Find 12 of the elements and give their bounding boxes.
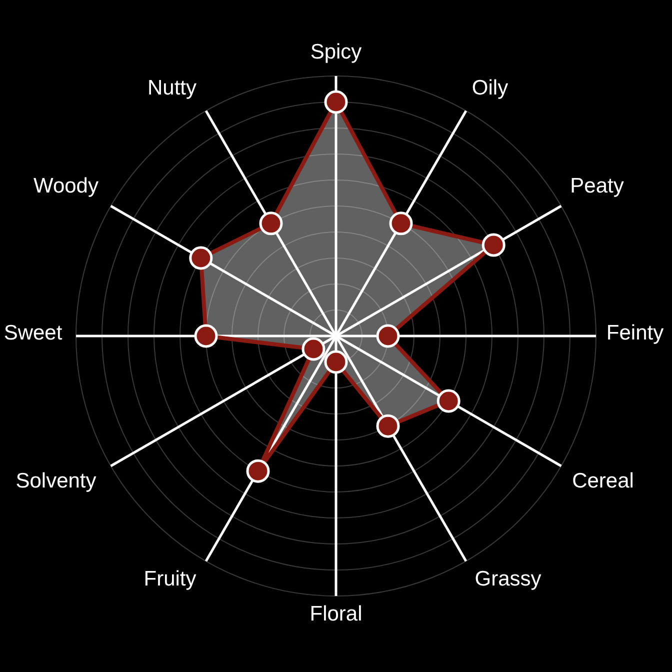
axis-label: Feinty bbox=[606, 322, 664, 344]
axis-label: Grassy bbox=[474, 568, 542, 590]
axis-label: Spicy bbox=[310, 42, 362, 62]
axis-label: Woody bbox=[34, 176, 98, 196]
axis-label: Nutty bbox=[148, 78, 196, 98]
axis-label: Solventy bbox=[16, 470, 96, 492]
axis-label: Peaty bbox=[570, 176, 624, 196]
axis-label: Oily bbox=[472, 78, 508, 98]
axis-label: Fruity bbox=[144, 568, 196, 590]
axis-label: Floral bbox=[310, 604, 362, 624]
axis-label: Sweet bbox=[4, 322, 62, 344]
axis-label: Cereal bbox=[572, 470, 634, 492]
